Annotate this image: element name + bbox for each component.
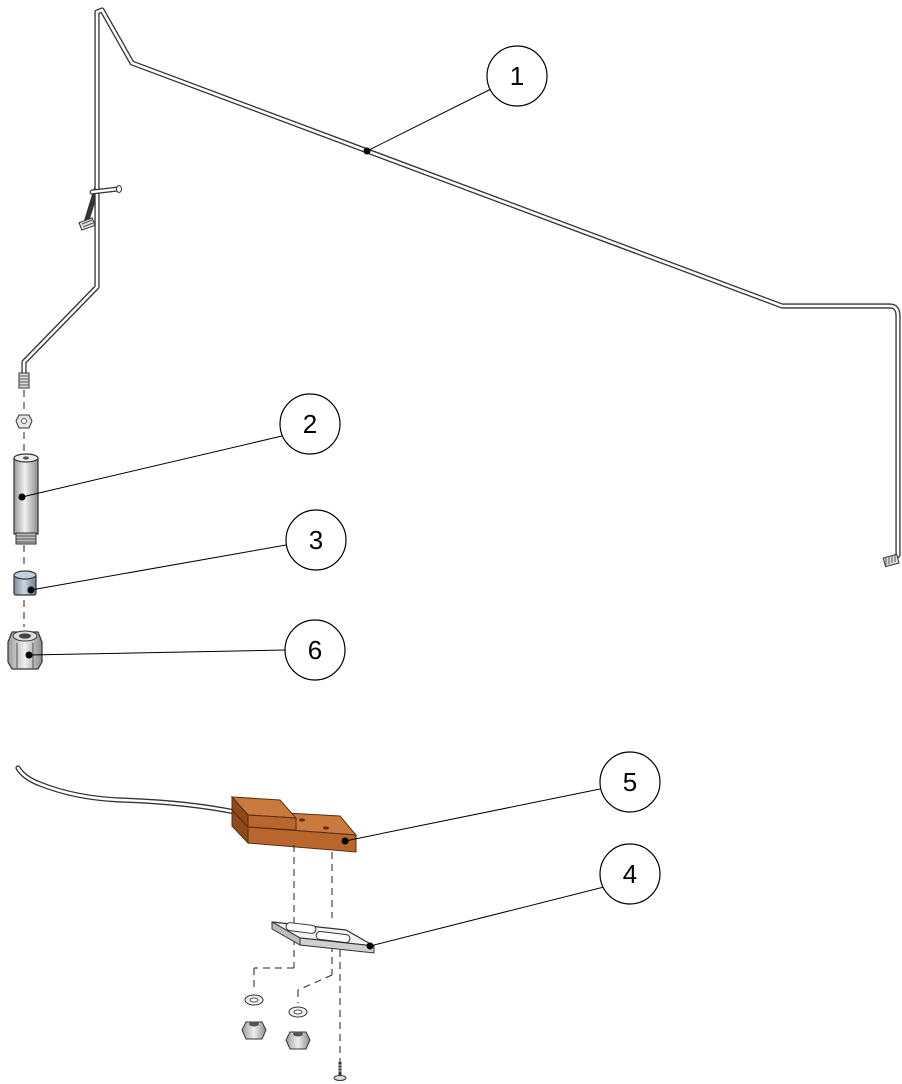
callout-4-label: 4 (623, 859, 637, 889)
callout-6: 6 (284, 619, 346, 681)
callout-3: 3 (285, 509, 347, 571)
callout-5: 5 (599, 751, 661, 813)
nut-left (241, 1021, 267, 1040)
nut-right (285, 1031, 311, 1050)
callout-1-label: 1 (510, 61, 524, 91)
assembly-axis-lower (253, 845, 341, 1062)
sensor-block (230, 795, 358, 853)
tube-thread-fitting (78, 217, 96, 231)
screw (333, 1062, 347, 1081)
callout-5-label: 5 (623, 767, 637, 797)
pilot-tube (18, 7, 901, 568)
capillary-tube (15, 765, 238, 815)
small-hex-nut (15, 414, 33, 429)
callout-2-label: 2 (303, 409, 317, 439)
washer-left (244, 994, 264, 1006)
leader-lines (21, 87, 605, 947)
callout-4: 4 (599, 843, 661, 905)
callout-3-label: 3 (309, 525, 323, 555)
mounting-bracket (271, 921, 375, 954)
compression-nut (7, 630, 43, 670)
callout-1: 1 (486, 45, 548, 107)
leader-dots (18, 147, 374, 950)
tube-threaded-end-right (882, 553, 900, 568)
cylinder-adapter (13, 453, 39, 545)
callout-2: 2 (279, 393, 341, 455)
ferrule (13, 570, 37, 596)
washer-right (288, 1006, 308, 1018)
tube-threaded-end (18, 372, 30, 389)
callout-6-label: 6 (308, 635, 322, 665)
